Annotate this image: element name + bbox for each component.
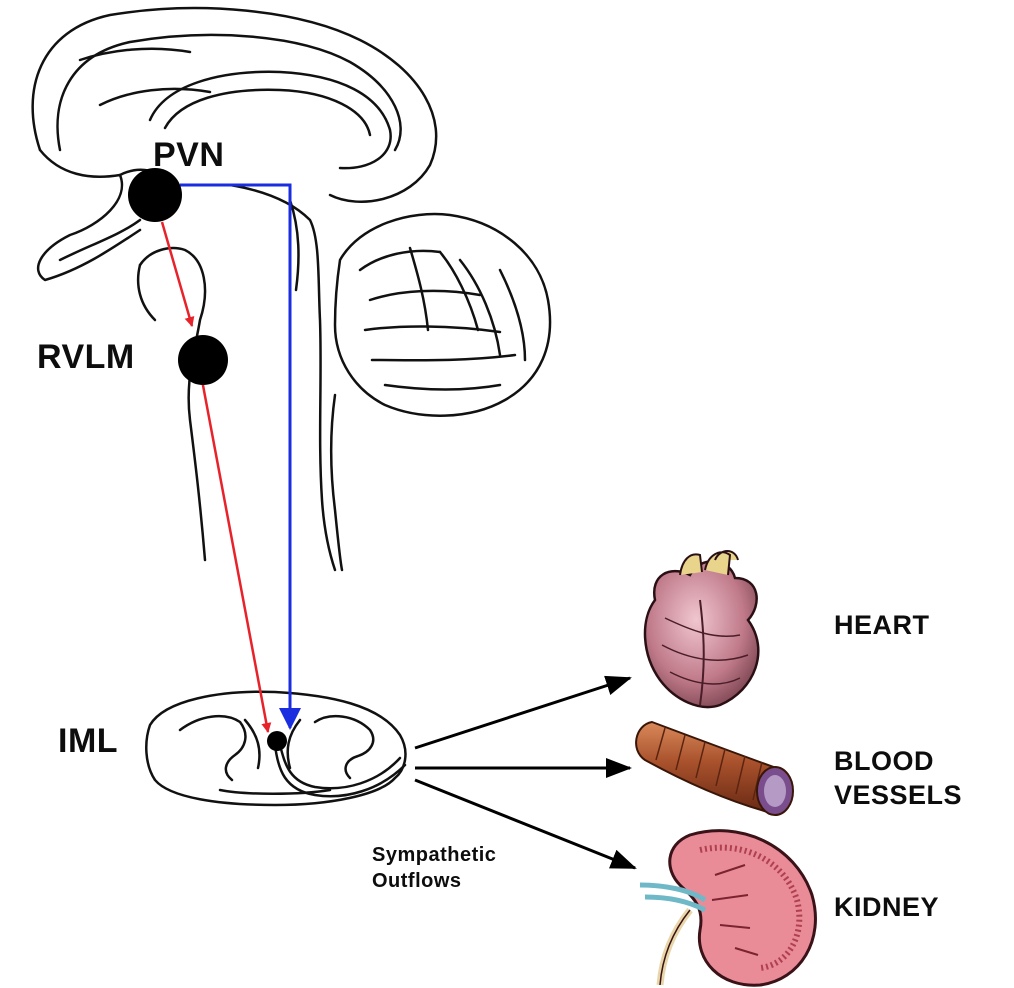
- pvn-to-iml-pathway: [180, 185, 290, 728]
- heart-label: HEART: [834, 608, 930, 642]
- heart-illustration: [645, 551, 758, 707]
- iml-nucleus: [267, 731, 287, 751]
- sympathetic-outflows-line1: Sympathetic: [372, 842, 496, 868]
- pvn-to-rvlm-pathway: [162, 222, 192, 326]
- sympathetic-outflows-label: Sympathetic Outflows: [372, 842, 496, 894]
- kidney-illustration: [640, 831, 815, 986]
- kidney-label: KIDNEY: [834, 890, 939, 924]
- pvn-nucleus: [128, 168, 182, 222]
- rvlm-label: RVLM: [37, 338, 135, 377]
- iml-label: IML: [58, 722, 118, 761]
- outflow-arrow-heart: [415, 678, 630, 748]
- blood-vessels-line1: BLOOD: [834, 744, 962, 778]
- blood-vessel-illustration: [636, 722, 793, 815]
- sympathetic-outflow-arrows: [415, 678, 635, 868]
- pvn-label: PVN: [153, 136, 224, 175]
- rvlm-nucleus: [178, 335, 228, 385]
- rvlm-to-iml-pathway: [202, 380, 268, 732]
- blood-vessels-line2: VESSELS: [834, 778, 962, 812]
- blood-vessels-label: BLOOD VESSELS: [834, 744, 962, 812]
- sympathetic-outflows-line2: Outflows: [372, 868, 496, 894]
